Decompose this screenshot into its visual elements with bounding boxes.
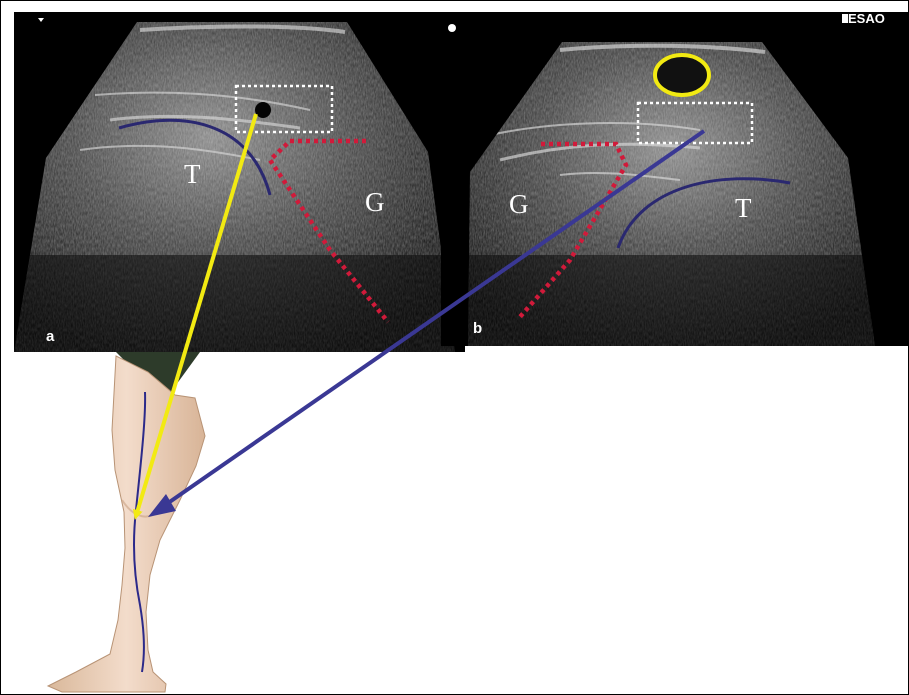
probe-marker-b [448, 24, 456, 32]
leg-illustration [48, 352, 205, 692]
gland-label-a: G [365, 187, 385, 217]
ultrasound-panel-b: ESAO G T b [441, 11, 909, 346]
tendon-label-a: T [184, 159, 201, 189]
tendon-label-b: T [735, 193, 752, 223]
vessel-circle-b [655, 55, 709, 95]
leg-silhouette [48, 356, 205, 692]
panel-letter-a: a [46, 328, 55, 345]
panel-letter-b: b [473, 320, 482, 337]
gland-label-b: G [509, 189, 529, 219]
corner-mark: ESAO [848, 11, 885, 26]
ultrasound-panel-a: T G a [14, 12, 465, 352]
